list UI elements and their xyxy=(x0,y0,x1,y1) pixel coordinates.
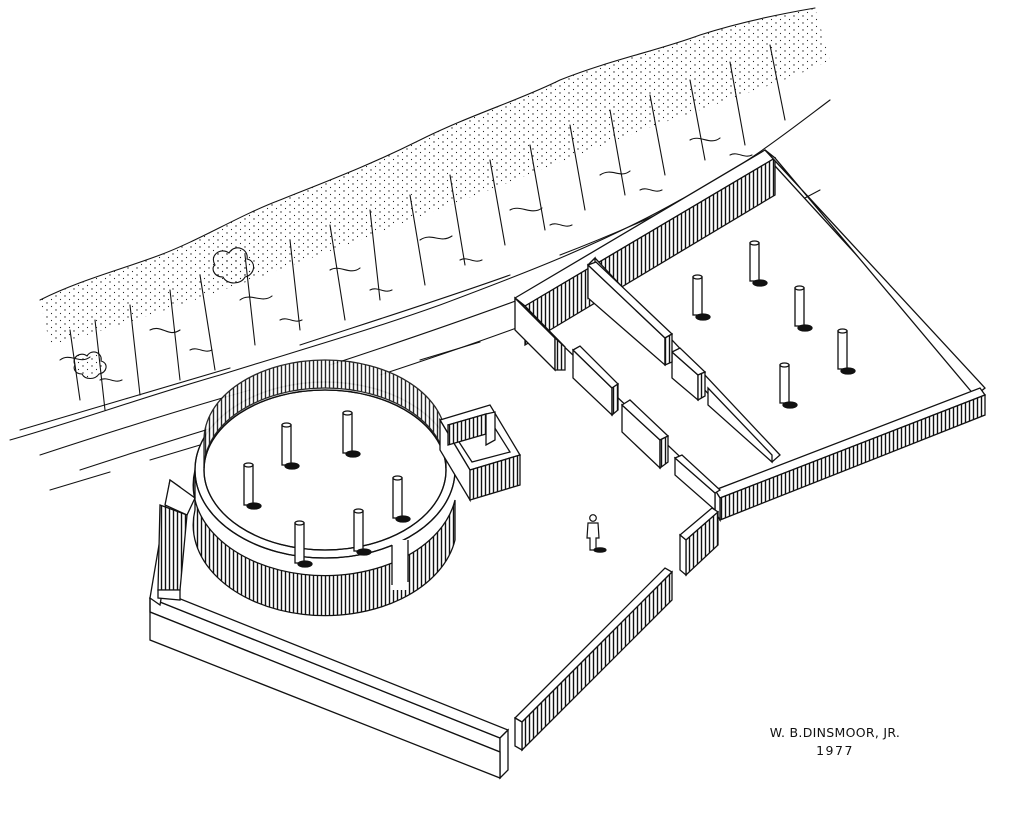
hall-post xyxy=(692,240,856,409)
human-figure-scale xyxy=(586,514,607,553)
circular-enclosure xyxy=(192,359,456,617)
rectangular-complex xyxy=(513,149,987,523)
small-square-structure xyxy=(439,404,521,503)
circle-post xyxy=(243,410,411,568)
signature-name: W. B.DINSMOOR, JR. xyxy=(769,725,901,740)
artist-signature: W. B.DINSMOOR, JR. 1977 xyxy=(760,724,910,760)
entrance-walls xyxy=(513,507,720,752)
left-precinct-wall xyxy=(148,478,510,780)
signature-year: 1977 xyxy=(816,743,854,758)
